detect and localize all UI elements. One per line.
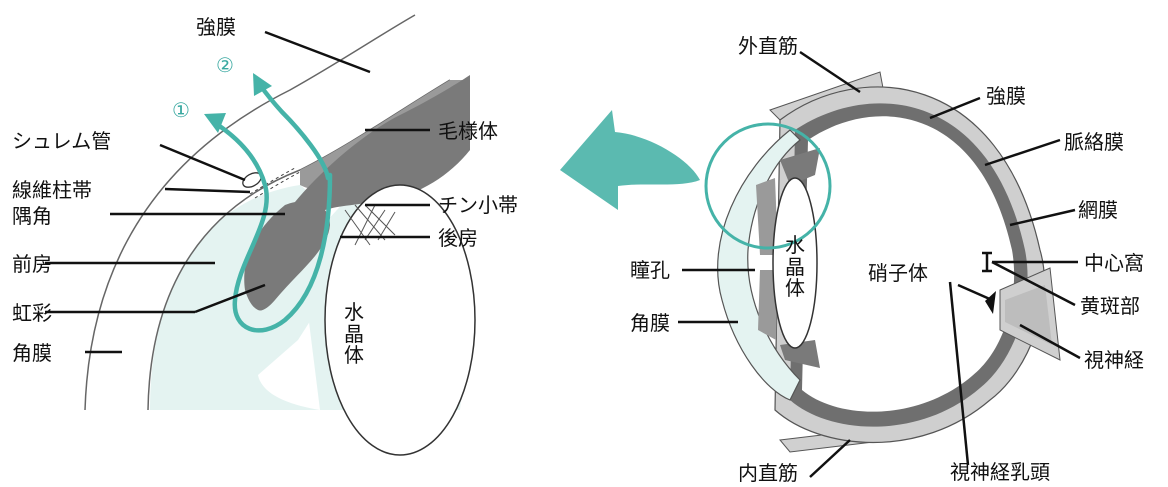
label-optic-disc: 視神経乳頭 [950, 460, 1050, 484]
flow-route-1-path [215, 122, 333, 333]
zoom-arrow-icon [560, 110, 700, 210]
right-leader-lines [678, 50, 1081, 478]
optic-disc-arrowhead [985, 291, 996, 314]
lens-shape [324, 184, 476, 456]
eye-vitreous [802, 116, 1015, 412]
label-fovea: 中心窩 [1084, 251, 1144, 275]
whole-eye-illustration [678, 50, 1081, 478]
label-lens-detail: 水晶体 [344, 300, 364, 368]
label-anterior-chamber: 前房 [12, 252, 52, 276]
label-vitreous: 硝子体 [868, 261, 928, 285]
label-cornea-eye: 角膜 [630, 311, 670, 335]
label-zonule: チン小帯 [438, 193, 518, 217]
zoom-circle [704, 122, 832, 250]
cornea-sclera-inner-line [147, 79, 451, 411]
label-retina: 網膜 [1078, 198, 1118, 222]
label-posterior-chamber: 後房 [438, 226, 478, 250]
zonule-fibres [344, 204, 396, 246]
label-cornea-detail: 角膜 [12, 341, 52, 365]
flow-marker-2: ② [216, 53, 234, 77]
optic-nerve-inner [1005, 285, 1052, 345]
label-lens-eye: 水晶体 [785, 233, 805, 301]
flow-route-2-arrowhead [253, 73, 272, 96]
label-sclera-eye: 強膜 [986, 84, 1026, 108]
eye-iris-bars [756, 178, 778, 340]
label-macula: 黄斑部 [1080, 294, 1140, 318]
label-ciliary-body: 毛様体 [438, 119, 498, 143]
eye-lens-shape [772, 177, 818, 349]
label-medial-rectus: 内直筋 [738, 461, 798, 485]
eye-ciliary-iris [780, 148, 820, 368]
cornea-sclera-outer-line [84, 14, 416, 411]
iris-shape [244, 201, 330, 311]
left-leader-lines [45, 30, 430, 354]
flow-route-1-arrowhead [204, 113, 226, 133]
flow-marker-1: ① [172, 98, 190, 122]
label-choroid: 脈絡膜 [1064, 130, 1124, 154]
label-lateral-rectus: 外直筋 [738, 34, 798, 58]
aqueous-flow-arrows [215, 82, 333, 333]
label-angle: 隅角 [12, 204, 52, 228]
label-iris: 虹彩 [12, 301, 52, 325]
angle-detail-illustration [45, 14, 476, 456]
fovea-bracket [982, 251, 992, 273]
label-optic-nerve: 視神経 [1084, 348, 1144, 372]
label-trabecular-meshwork: 線維柱帯 [12, 178, 92, 202]
flow-route-2-path [257, 82, 331, 181]
label-sclera-detail: 強膜 [196, 15, 236, 39]
label-schlemm-canal: シュレム管 [12, 129, 112, 153]
label-pupil: 瞳孔 [630, 258, 670, 282]
trabecular-meshwork-dashes [249, 167, 301, 199]
